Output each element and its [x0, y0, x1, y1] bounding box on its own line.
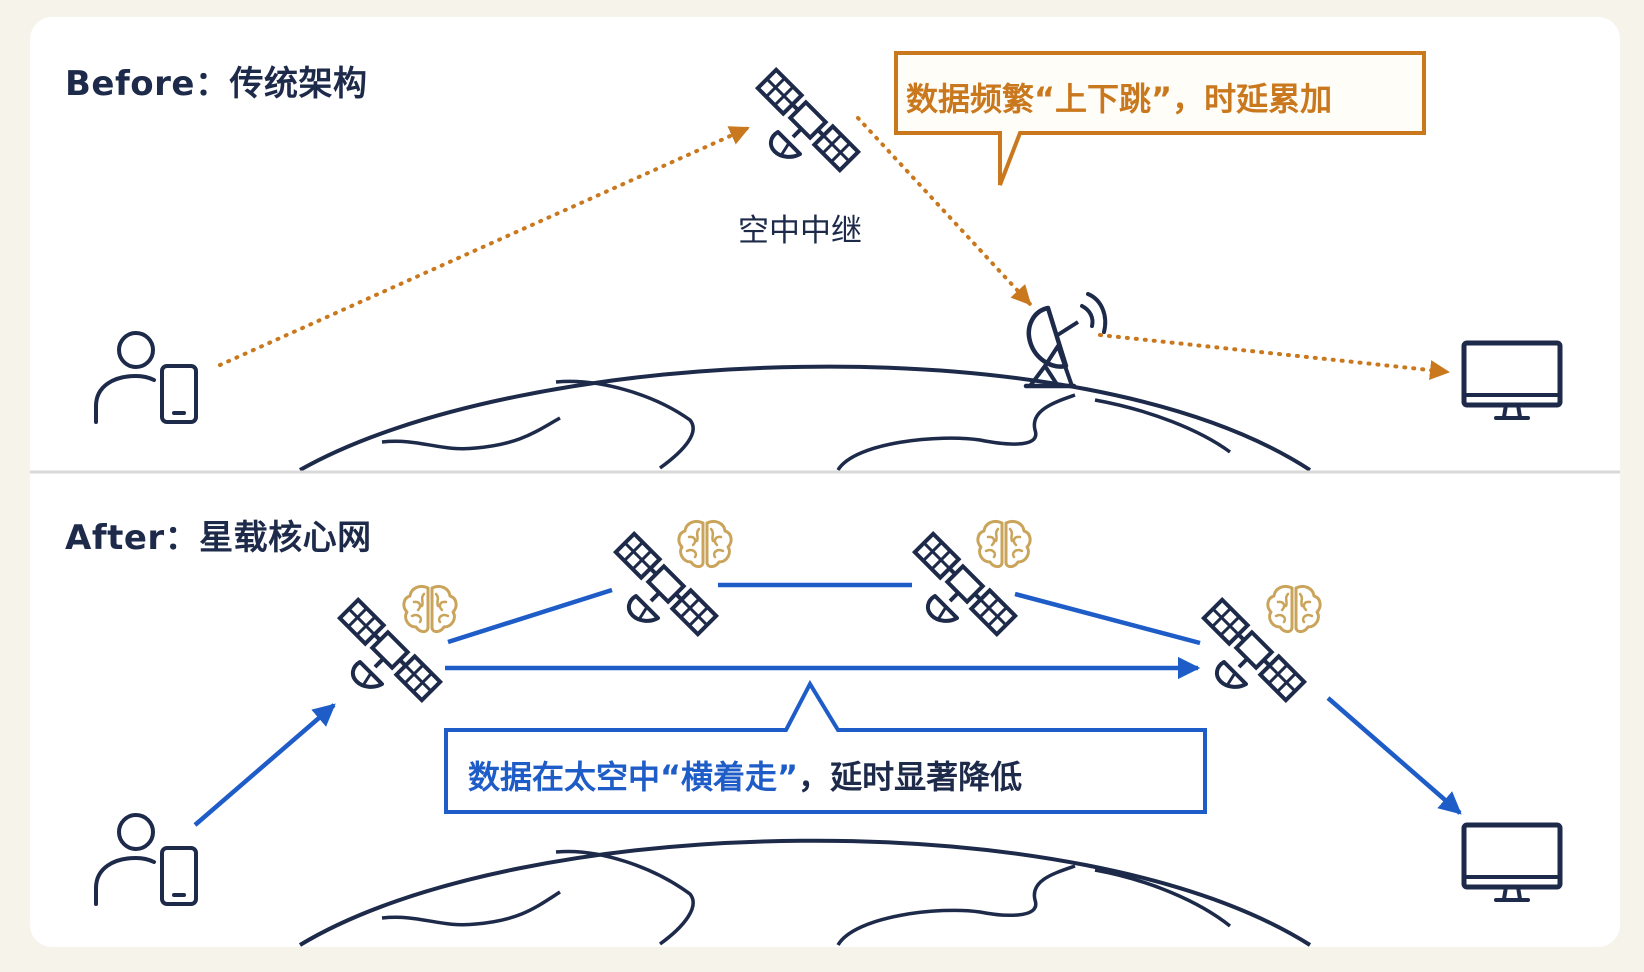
- isl-link-1: [447, 587, 613, 645]
- ground-station-icon: [1023, 292, 1108, 389]
- before-callout-box: [894, 51, 1426, 186]
- after-callout-rest: ，延时显著降低: [798, 758, 1023, 796]
- downlink-path: [856, 116, 1032, 306]
- relay-label: 空中中继: [738, 213, 862, 249]
- monitor-icon: [1464, 343, 1560, 418]
- brain-icon: [976, 519, 1032, 569]
- downlink-arrow: [1326, 696, 1462, 815]
- after-callout-text: 数据在太空中“横着走”，延时显著降低: [468, 752, 1022, 798]
- earth-globe: [299, 364, 1312, 472]
- after-callout-box: [444, 679, 1207, 814]
- user-icon: [94, 813, 198, 906]
- after-callout-highlight: 数据在太空中“横着走”: [468, 758, 799, 796]
- brain-icon: [1266, 584, 1322, 634]
- brain-icon: [402, 584, 458, 634]
- after-section: [94, 519, 1560, 947]
- isl-link-3: [1014, 591, 1201, 646]
- user-icon: [94, 331, 198, 424]
- before-title: Before：传统架构: [65, 64, 368, 104]
- earth-globe: [298, 838, 1312, 947]
- before-callout-text: 数据频繁“上下跳”，时延累加: [906, 80, 1333, 118]
- brain-icon: [677, 519, 733, 569]
- satellite-icon: [755, 67, 861, 173]
- monitor-icon: [1464, 825, 1560, 900]
- uplink-arrow: [193, 703, 336, 827]
- after-title: After：星载核心网: [65, 518, 372, 558]
- uplink-path: [218, 126, 750, 367]
- ground-link-path: [1098, 333, 1450, 381]
- before-section: [94, 51, 1560, 472]
